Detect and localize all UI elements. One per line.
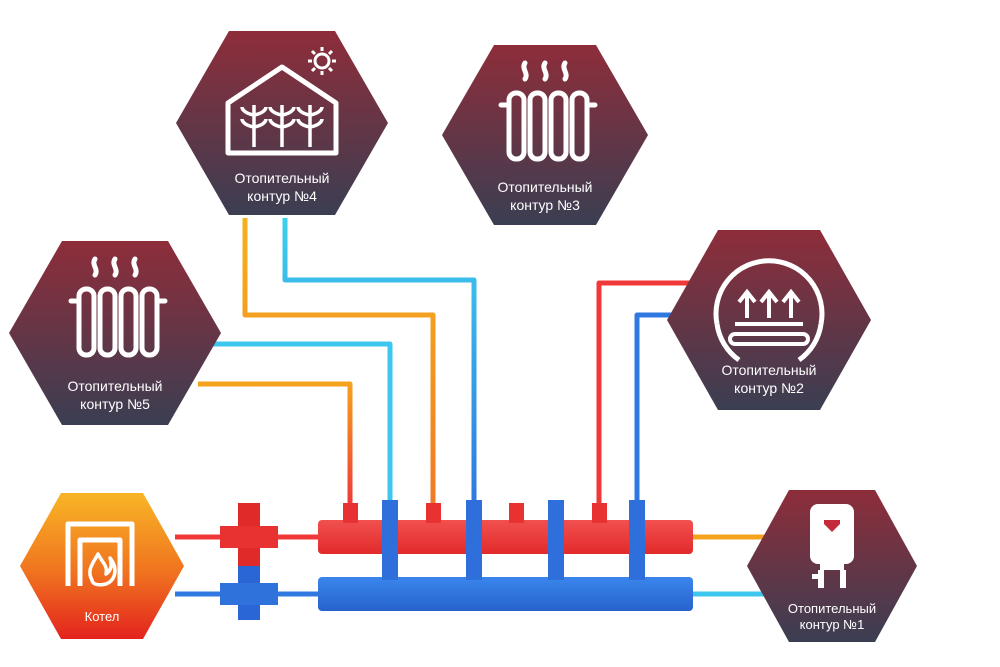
return-riser	[382, 500, 398, 580]
radiator-icon	[498, 60, 598, 162]
supply-tee	[426, 503, 441, 523]
boiler-flame-icon	[65, 521, 135, 587]
pipes	[175, 218, 770, 597]
circuit-4-label-line2: контур №4	[247, 188, 317, 204]
pipe-supply-circuit-5	[198, 381, 353, 505]
supply-manifold-bar	[318, 520, 693, 554]
pipe-supply-circuit-4	[242, 218, 436, 505]
pipe-return-circuit-4	[282, 218, 477, 505]
circuit-3-node: Отопительный контур №3	[442, 45, 648, 225]
circuit-5-label-line2: контур №5	[80, 396, 150, 412]
circuit-2-label-line2: контур №2	[734, 380, 804, 396]
manifold	[220, 500, 693, 620]
supply-tee	[592, 503, 607, 523]
sun-icon	[308, 47, 336, 75]
supply-tee	[343, 503, 358, 523]
underfloor-heating-icon	[713, 258, 825, 363]
return-manifold-bar	[318, 577, 693, 611]
circuit-1-node: Отопительный контур №1	[747, 490, 917, 642]
return-riser	[548, 500, 564, 580]
circuit-4-label-line1: Отопительный	[235, 170, 330, 186]
pipe-supply-circuit-2	[596, 280, 690, 505]
hydro-separator-collar	[220, 526, 278, 548]
circuit-5-label-line1: Отопительный	[68, 378, 163, 394]
radiator-icon	[68, 256, 168, 358]
circuit-5-node: Отопительный контур №5	[9, 241, 221, 425]
boiler-node: Котел	[20, 493, 184, 639]
supply-tee	[509, 503, 524, 523]
water-heater-icon	[810, 504, 854, 588]
circuit-2-label-line1: Отопительный	[722, 362, 817, 378]
circuit-3-label-line1: Отопительный	[498, 179, 593, 195]
circuit-3-label-line2: контур №3	[510, 197, 580, 213]
return-riser	[466, 500, 482, 580]
circuit-4-node: Отопительный контур №4	[176, 31, 388, 215]
circuit-1-label-line1: Отопительный	[788, 601, 876, 616]
boiler-label: Котел	[85, 609, 120, 624]
hydro-separator-collar-2	[220, 583, 278, 605]
greenhouse-icon	[225, 64, 339, 156]
circuit-2-node: Отопительный контур №2	[667, 230, 871, 410]
pipe-return-circuit-5	[200, 341, 393, 505]
circuit-1-label-line2: контур №1	[800, 617, 865, 632]
return-riser	[629, 500, 645, 580]
